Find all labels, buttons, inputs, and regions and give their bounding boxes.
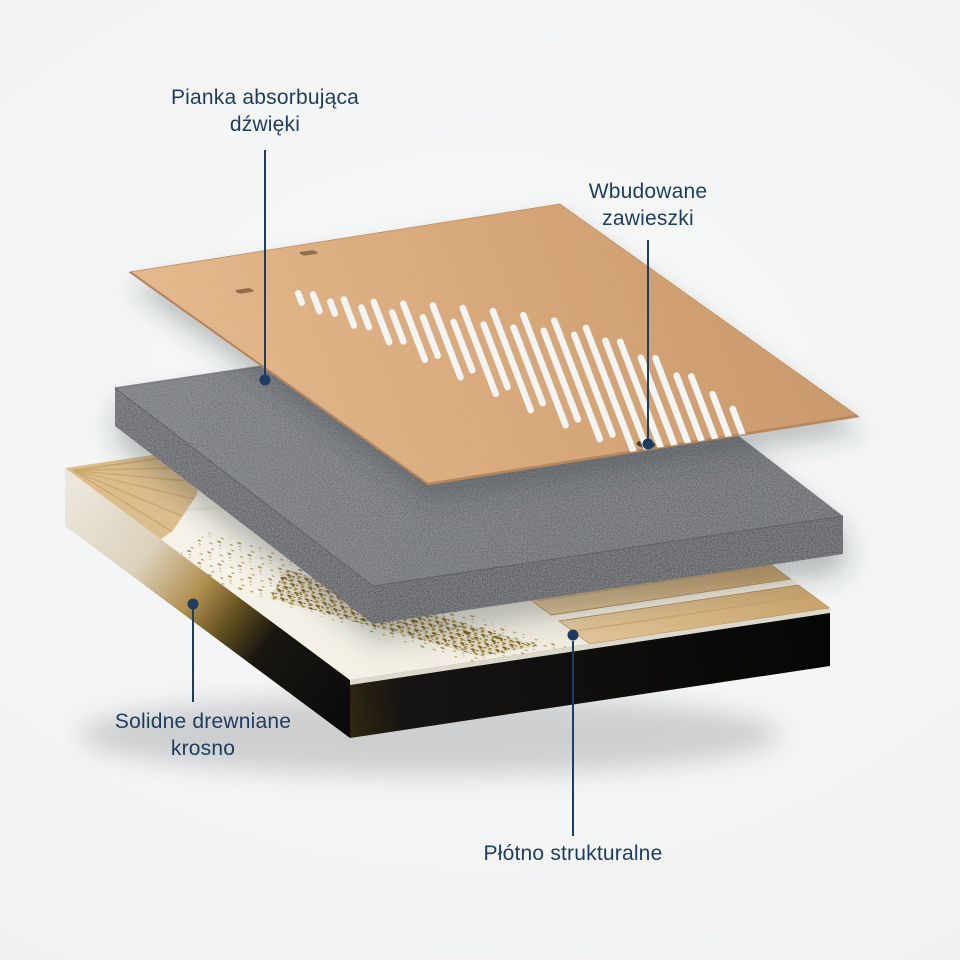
canvas-side-left: [65, 468, 350, 738]
sound-wave-slot: [450, 318, 476, 374]
callout-label-foam: Pianka absorbująca dźwięki: [155, 84, 375, 139]
dot-stretcher: [187, 598, 199, 610]
sound-wave-slot: [520, 311, 569, 429]
board-thickness-edge: [128, 271, 860, 486]
foam-side-right: [373, 516, 843, 624]
sound-wave-slot: [358, 304, 373, 331]
sound-wave-slot: [388, 309, 407, 345]
foam-front-edge: [114, 387, 844, 587]
sound-wave-slot: [429, 302, 464, 381]
sound-wave-slot: [294, 290, 306, 306]
sound-wave-slot: [510, 324, 546, 407]
sound-wave-slot: [459, 304, 499, 398]
sound-wave-slot: [602, 337, 650, 452]
dot-hangers: [642, 438, 654, 450]
sound-wave-slot: [419, 314, 441, 359]
callout-label-canvas: Płótno strukturalne: [413, 840, 733, 867]
sound-wave-slot: [540, 327, 582, 423]
callout-connectors: [187, 150, 654, 836]
cut-mark: [235, 288, 254, 294]
callout-label-stretcher: Solidne drewniane krosno: [103, 708, 303, 763]
sound-wave-slot: [551, 317, 604, 443]
canvas-edge-rim: [350, 608, 830, 685]
callout-text-stretcher: Solidne drewniane krosno: [114, 710, 292, 761]
board-layer: [128, 203, 860, 486]
canvas-ground-shadow: [80, 695, 780, 775]
sound-wave-slot: [400, 300, 429, 363]
callout-text-foam: Pianka absorbująca dźwięki: [170, 86, 360, 137]
foam-side-left: [115, 388, 373, 624]
sound-wave-slot: [616, 338, 668, 460]
callout-label-hangers: Wbudowane zawieszki: [573, 178, 723, 233]
dot-canvas: [567, 629, 579, 641]
sound-wave-slot: [370, 298, 393, 346]
sound-wave-slot: [489, 307, 535, 414]
callout-text-canvas: Płótno strukturalne: [483, 842, 663, 865]
sound-wave-slot: [309, 291, 323, 315]
sound-wave-slot: [327, 298, 339, 317]
sound-wave-slot: [673, 372, 709, 455]
dot-foam: [259, 374, 271, 386]
sound-wave-slot: [637, 354, 680, 454]
cut-mark: [299, 250, 318, 256]
waveform-slots: [294, 290, 751, 464]
sound-wave-slot: [570, 331, 616, 438]
sound-wave-slot: [480, 321, 511, 391]
callout-text-hangers: Wbudowane zawieszki: [588, 180, 708, 231]
sound-wave-slot: [652, 355, 698, 463]
sound-wave-slot: [582, 324, 637, 455]
sound-wave-slot: [340, 296, 358, 329]
canvas-side-right: [350, 608, 830, 738]
